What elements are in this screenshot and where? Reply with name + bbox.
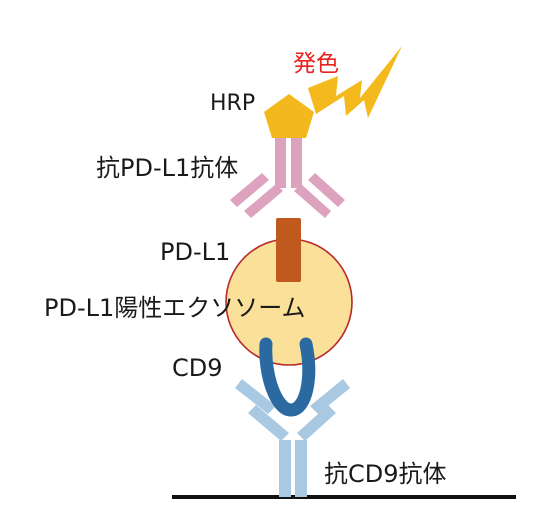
anti-pdl1-arm-right-outer (308, 173, 345, 207)
anti-pdl1-antibody (230, 135, 345, 218)
anti-cd9-arm-left-outer (235, 379, 276, 414)
anti-pdl1-antibody-label: 抗PD-L1抗体 (96, 154, 239, 182)
anti-pdl1-stem-left (275, 135, 286, 188)
anti-cd9-antibody-label: 抗CD9抗体 (324, 460, 447, 488)
anti-cd9-arm-left-inner (248, 405, 289, 441)
anti-cd9-stem-right (295, 440, 307, 497)
pdl1-label: PD-L1 (160, 238, 231, 266)
anti-cd9-antibody (235, 379, 350, 497)
cd9-protein (259, 337, 316, 417)
lightning-bolt-icon (308, 46, 402, 118)
anti-cd9-arm-right-inner (297, 405, 336, 441)
hrp-label: HRP (210, 91, 256, 116)
anti-pdl1-arm-left-outer (230, 173, 269, 207)
pdl1-positive-exosome-label: PD-L1陽性エクソソーム (44, 294, 306, 322)
color-development-label: 発色 (293, 51, 339, 77)
anti-cd9-arm-right-outer (310, 379, 350, 414)
anti-pdl1-arm-right-inner (294, 184, 331, 218)
pdl1-protein (276, 218, 301, 282)
anti-cd9-stem-left (279, 440, 291, 497)
cd9-label: CD9 (172, 354, 223, 382)
anti-pdl1-arm-left-inner (244, 184, 283, 218)
hrp-enzyme (264, 94, 314, 138)
anti-pdl1-stem-right (291, 135, 302, 188)
